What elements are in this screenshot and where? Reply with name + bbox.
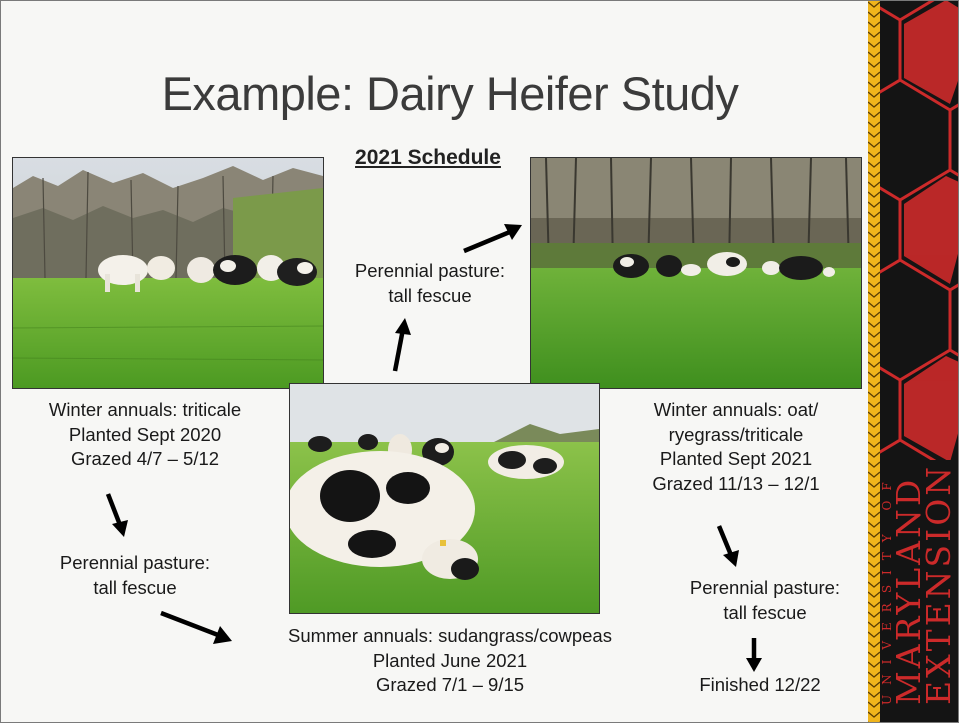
- perennial-right-line1: Perennial pasture:: [689, 577, 841, 598]
- branding-sidebar: [868, 0, 959, 723]
- schedule-heading: 2021 Schedule: [355, 146, 501, 169]
- turtle-shell-pattern: [880, 0, 959, 460]
- arrow-down-left-icon: [105, 493, 128, 537]
- arrow-right-down-icon: [160, 610, 232, 644]
- summer-annuals-label: Summer annuals: sudangrass/cowpeas Plant…: [240, 624, 660, 698]
- photo-triticale-heifers: [12, 157, 324, 389]
- summer-line1: Summer annuals: sudangrass/cowpeas: [288, 625, 612, 646]
- extension-text: EXTENSION: [919, 463, 958, 705]
- arrow-up-icon: [392, 318, 411, 372]
- winter-right-label: Winter annuals: oat/ ryegrass/triticale …: [606, 398, 866, 496]
- winter-right-line2: ryegrass/triticale: [668, 423, 804, 445]
- maryland-extension-wordmark: UNIVERSITY OF MARYLAND EXTENSION: [880, 463, 958, 705]
- finished-label: Finished 12/22: [699, 674, 821, 695]
- arrow-down-right-icon: [716, 525, 739, 567]
- winter-right-line4: Grazed 11/13 – 12/1: [652, 472, 820, 494]
- winter-right-line1: Winter annuals: oat/: [653, 399, 819, 420]
- gold-trim-pattern: [868, 0, 880, 723]
- center-perennial-line1: Perennial pasture:: [354, 260, 506, 281]
- arrow-up-right-icon: [463, 224, 522, 254]
- perennial-left-line2: tall fescue: [93, 576, 177, 598]
- summer-line2: Planted June 2021: [372, 649, 528, 671]
- winter-left-line3: Grazed 4/7 – 5/12: [70, 448, 220, 469]
- summer-line3: Grazed 7/1 – 9/15: [375, 674, 525, 695]
- perennial-left-label: Perennial pasture: tall fescue: [25, 551, 245, 600]
- winter-right-line3: Planted Sept 2021: [659, 448, 813, 469]
- perennial-right-line2: tall fescue: [723, 601, 807, 623]
- center-perennial-label: Perennial pasture: tall fescue: [330, 259, 530, 308]
- slide-title: Example: Dairy Heifer Study: [161, 67, 739, 120]
- center-perennial-line2: tall fescue: [388, 284, 472, 306]
- winter-left-line2: Planted Sept 2020: [68, 423, 222, 445]
- photo-oat-ryegrass-heifers: [530, 157, 862, 389]
- perennial-right-label: Perennial pasture: tall fescue: [660, 576, 870, 625]
- arrow-down-icon: [746, 638, 762, 672]
- photo-sudangrass-heifers: [289, 383, 600, 614]
- winter-left-line1: Winter annuals: triticale: [48, 399, 242, 420]
- perennial-left-line1: Perennial pasture:: [59, 552, 211, 573]
- winter-left-label: Winter annuals: triticale Planted Sept 2…: [10, 398, 280, 472]
